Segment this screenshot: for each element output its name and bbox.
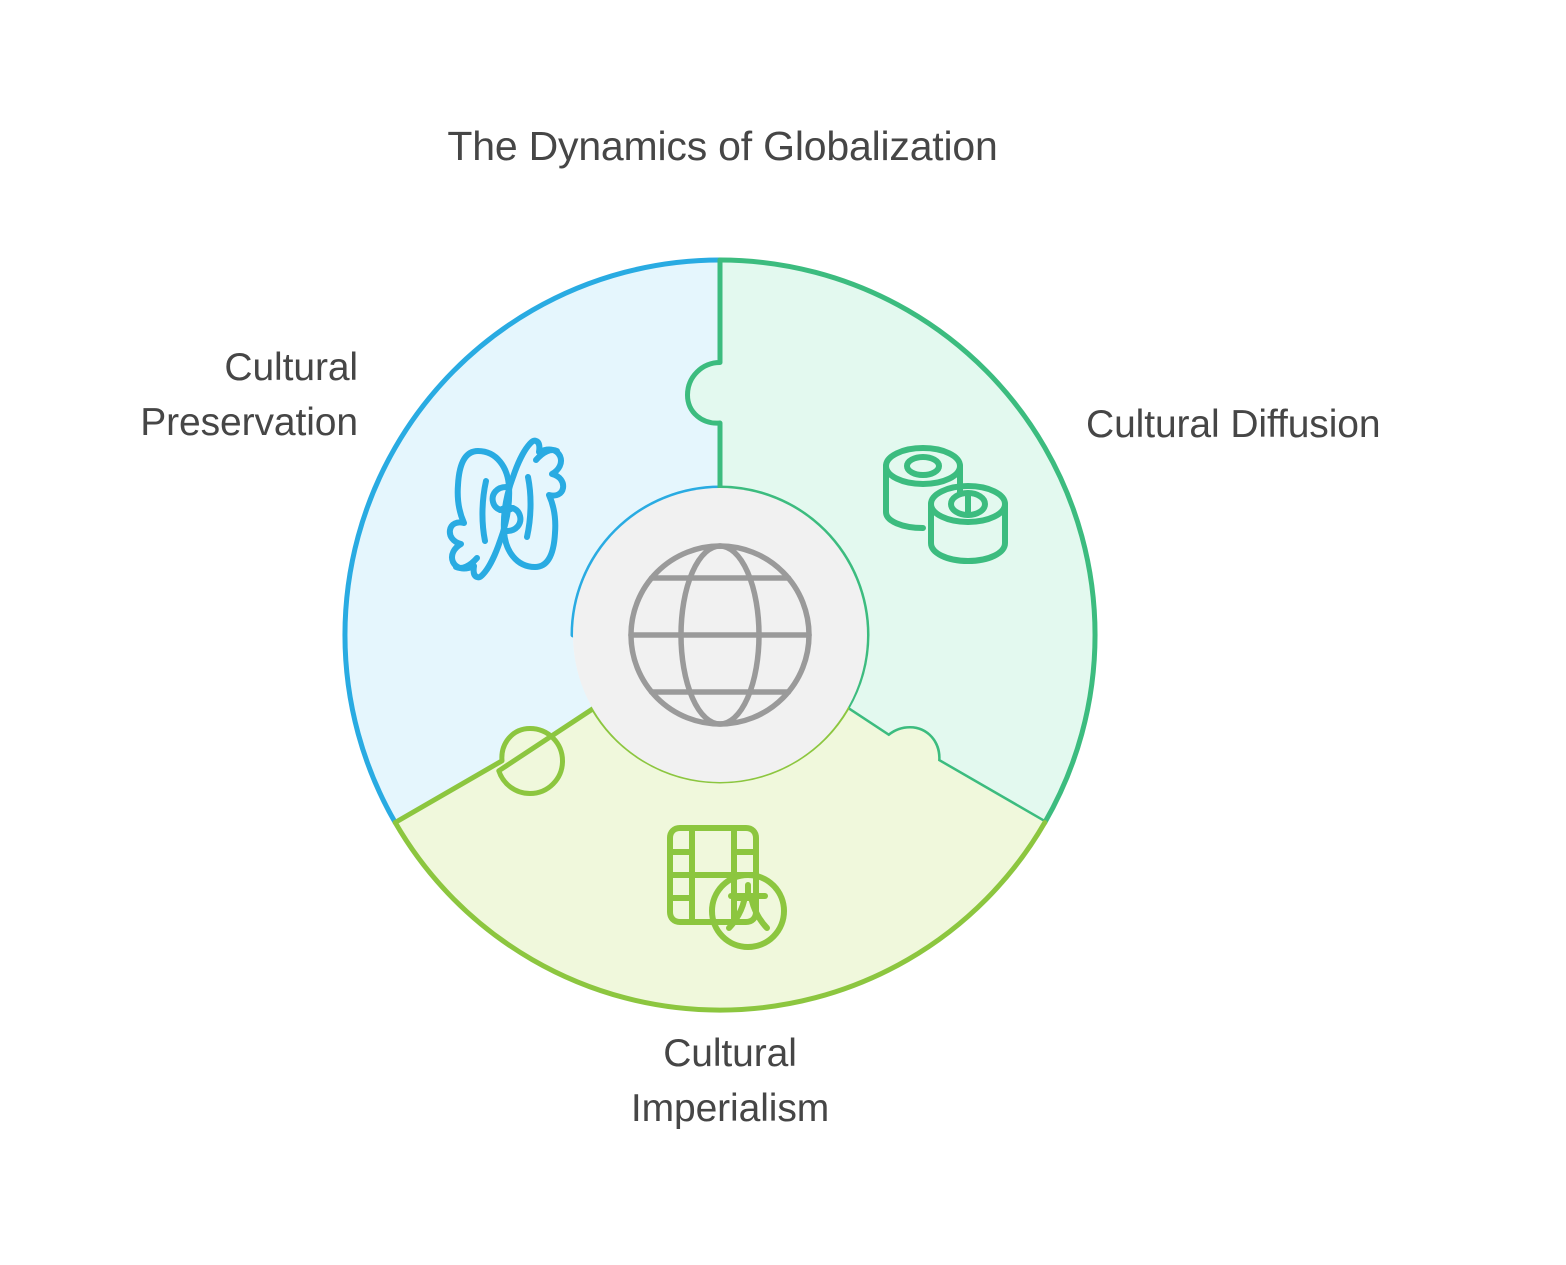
globe-icon	[628, 543, 812, 727]
segment-fill-preservation	[344, 260, 720, 823]
page-title: The Dynamics of Globalization	[447, 123, 998, 169]
segment-arc-imperialism	[392, 820, 1048, 1013]
segment-label-line-2: Imperialism	[630, 1087, 830, 1131]
segment-label-line-1: Cultural	[663, 1032, 797, 1075]
sushi-roll-icon	[883, 445, 1008, 564]
segment-label-line-2: Preservation	[140, 401, 358, 445]
divider-top-with-tab	[685, 257, 723, 491]
center-hub[interactable]	[573, 488, 867, 782]
segment-label-cultural-imperialism[interactable]: Cultural Imperialism	[520, 1026, 940, 1137]
segment-arc-preservation	[342, 257, 723, 825]
segment-label-cultural-diffusion[interactable]: Cultural Diffusion	[1086, 397, 1516, 452]
film-translate-icon	[667, 825, 787, 950]
segment-label-line-1: Cultural Diffusion	[1086, 403, 1381, 446]
segment-arc-diffusion	[717, 257, 1098, 825]
segment-fill-imperialism	[395, 708, 1045, 1011]
segment-label-cultural-preservation[interactable]: Cultural Preservation	[0, 340, 358, 451]
koi-fish-icon	[446, 437, 567, 581]
segment-label-line-1: Cultural	[224, 346, 358, 389]
segment-fill-diffusion	[687, 260, 1096, 823]
divider-lower-left-with-socket	[392, 706, 596, 825]
